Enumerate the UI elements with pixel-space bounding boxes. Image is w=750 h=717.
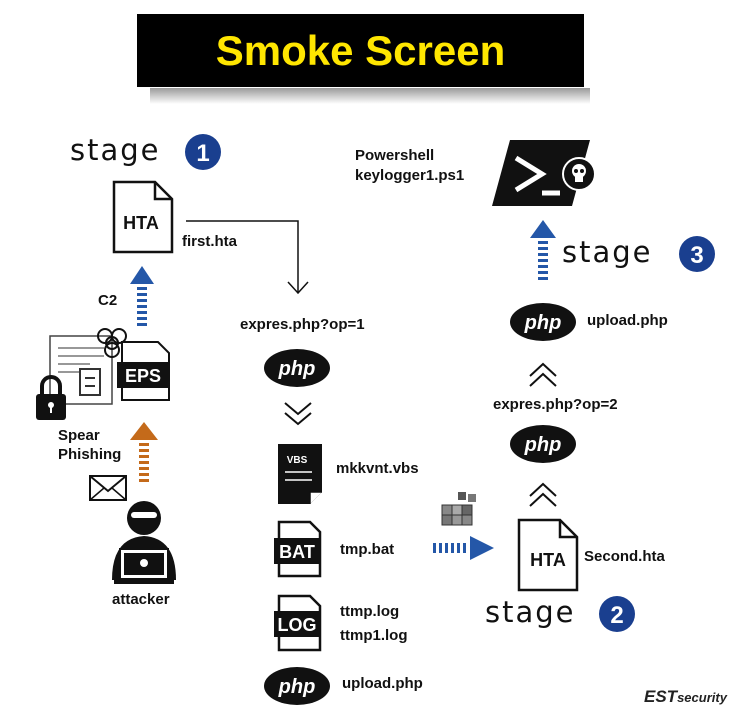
chevron-up-1 <box>529 482 557 507</box>
keylogger-label: keylogger1.ps1 <box>355 167 465 184</box>
phishing-label: Phishing <box>58 446 122 463</box>
upload-php-1-label: upload.php <box>342 675 423 692</box>
php-logo-3-text: php <box>524 434 562 456</box>
php-logo-4-text: php <box>524 312 562 334</box>
stage-3-number: 3 <box>690 242 703 269</box>
page-title: Smoke Screen <box>215 26 506 74</box>
hta-file-icon: HTA <box>112 180 174 254</box>
stage-1-number: 1 <box>196 140 209 167</box>
attacker-label: attacker <box>112 591 170 608</box>
attacker-icon <box>112 501 176 584</box>
logo-main: EST <box>644 687 678 706</box>
php-logo-2-text: php <box>278 676 316 698</box>
malicious-document-icon <box>49 335 113 405</box>
c2-arrow <box>130 266 154 326</box>
phishing-arrow <box>130 422 158 482</box>
bat-file-icon: BAT <box>274 520 322 578</box>
stage-2-label: stage <box>485 595 576 629</box>
chevron-up-2 <box>529 362 557 387</box>
bat-icon-label: BAT <box>279 542 315 562</box>
stage-3-arrow <box>530 220 556 280</box>
title-banner: Smoke Screen <box>137 14 584 87</box>
flow-connector <box>186 220 309 295</box>
second-hta-file-icon: HTA <box>517 518 579 592</box>
stage-3-label: stage <box>562 235 653 269</box>
log-file-2-label: ttmp1.log <box>340 627 408 644</box>
vbs-file-label: mkkvnt.vbs <box>336 460 419 477</box>
banner-shadow <box>150 88 590 104</box>
stage-2-badge: 2 <box>599 596 635 632</box>
powershell-label: Powershell <box>355 147 435 164</box>
eps-icon-label: EPS <box>125 366 161 386</box>
log-file-1-label: ttmp.log <box>340 603 400 620</box>
log-file-icon: LOG <box>274 594 322 652</box>
vbs-icon-label: VBS <box>287 455 308 466</box>
powershell-icon <box>492 140 596 206</box>
c2-label: C2 <box>98 292 118 309</box>
spear-label: Spear <box>58 427 100 444</box>
request-op2-label: expres.php?op=2 <box>493 396 618 413</box>
php-logo-4: php <box>510 303 576 341</box>
php-logo-1-text: php <box>278 358 316 380</box>
stage-1-badge: 1 <box>185 134 221 170</box>
hta-icon-label: HTA <box>123 213 159 233</box>
php-logo-3: php <box>510 425 576 463</box>
first-hta-label: first.hta <box>182 233 238 250</box>
stage-1-label: stage <box>70 133 161 167</box>
php-logo-1: php <box>264 349 330 387</box>
log-icon-label: LOG <box>278 615 317 635</box>
registry-icon <box>441 492 476 526</box>
email-envelope-icon <box>89 475 127 501</box>
vbs-file-icon: VBS <box>278 444 322 504</box>
request-op1-label: expres.php?op=1 <box>240 316 365 333</box>
lock-icon <box>36 375 66 420</box>
bat-file-label: tmp.bat <box>340 541 395 558</box>
to-stage-2-arrow <box>433 536 494 560</box>
eps-file-icon: EPS <box>117 341 170 401</box>
second-hta-icon-label: HTA <box>530 550 566 570</box>
estsecurity-logo: ESTsecurity <box>644 687 727 707</box>
php-logo-2: php <box>264 667 330 705</box>
chevrons-down <box>284 402 312 426</box>
second-hta-label: Second.hta <box>584 548 665 565</box>
stage-3-badge: 3 <box>679 236 715 272</box>
stage-2-number: 2 <box>610 602 623 629</box>
biohazard-icon <box>97 328 127 358</box>
logo-sub: security <box>677 690 727 705</box>
upload-php-2-label: upload.php <box>587 312 668 329</box>
